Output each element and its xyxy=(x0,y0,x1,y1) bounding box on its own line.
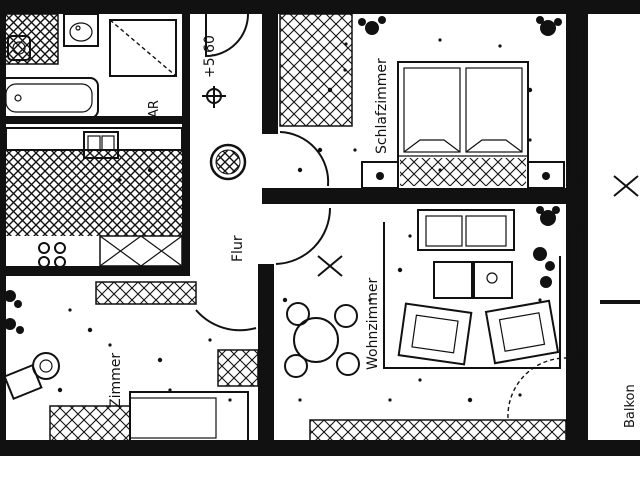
wardrobe-shelf xyxy=(279,13,353,127)
storage-room: AR xyxy=(147,13,249,118)
bathtub-icon xyxy=(0,77,99,119)
toilet-icon xyxy=(7,35,31,61)
floor-speckle xyxy=(118,178,122,182)
hallway: Flur +5,60 xyxy=(195,13,353,332)
bath-wall-east xyxy=(182,14,190,124)
floor-speckle xyxy=(438,38,442,42)
floor-speckle xyxy=(528,138,532,142)
bottom-wall xyxy=(0,440,640,456)
floor-speckle xyxy=(282,297,288,303)
room-side-cabinet xyxy=(217,349,259,387)
balcony-door-swing xyxy=(507,357,567,419)
floor-speckle xyxy=(87,327,93,333)
floor-speckle xyxy=(527,87,533,93)
bedroom-plant-icon xyxy=(358,16,562,36)
stove-burner-icon xyxy=(38,242,50,254)
floor-speckle xyxy=(208,338,212,342)
small-room-label: Zimmer xyxy=(108,353,124,408)
kitchen xyxy=(5,127,183,268)
flur-label: Flur xyxy=(230,235,246,262)
kitchen-cabinet xyxy=(99,235,183,267)
dining-table-set xyxy=(284,302,360,378)
floor-speckle xyxy=(108,343,112,347)
balcony-divider xyxy=(600,300,640,304)
small-room: Zimmer xyxy=(3,281,259,443)
bedroom-wall-south xyxy=(262,188,586,204)
nightstand-right xyxy=(527,161,565,189)
floor-speckle xyxy=(408,234,412,238)
floor-speckle xyxy=(327,87,333,93)
floor-speckle xyxy=(168,388,172,392)
floor-speckle xyxy=(368,298,372,302)
floor-speckle xyxy=(157,357,163,363)
kitchen-floor-tiles xyxy=(6,150,182,236)
kitchen-wall-south xyxy=(0,266,190,276)
floor-speckle xyxy=(498,44,502,48)
living-room: Wohnzimmer xyxy=(284,206,567,443)
desk-lamp-icon xyxy=(32,352,60,380)
double-bed xyxy=(397,61,529,191)
zimmer-door-swing xyxy=(195,309,257,332)
top-wall xyxy=(0,0,640,14)
kitchen-wall-east xyxy=(182,124,190,274)
balcony-label: Balkon xyxy=(623,384,638,428)
balcony-cross-mark xyxy=(613,175,639,197)
living-plant-icon xyxy=(533,206,560,288)
bath-wall-south xyxy=(0,116,188,124)
storage-label: AR xyxy=(147,100,162,118)
floor-speckle xyxy=(228,398,232,402)
nightstand-left xyxy=(361,161,399,189)
windows xyxy=(569,29,585,357)
flur-wall-east-lower xyxy=(258,264,274,442)
balcony: Balkon xyxy=(613,175,639,428)
floor-speckle xyxy=(538,298,542,302)
floor-speckle xyxy=(467,397,473,403)
storage-door-swing xyxy=(205,13,249,58)
floor-speckle xyxy=(353,148,357,152)
armchair-left xyxy=(397,302,473,366)
floor-speckle xyxy=(147,167,153,173)
floor-speckle xyxy=(344,42,348,46)
armchair-right xyxy=(484,299,560,365)
sideboard xyxy=(309,419,567,443)
bathroom xyxy=(0,13,177,119)
center-cross-mark xyxy=(317,255,343,277)
room-cabinet xyxy=(49,405,131,443)
floor-speckle xyxy=(317,147,323,153)
walls xyxy=(0,0,640,456)
bedroom-wall-west-upper xyxy=(262,14,278,134)
left-wall xyxy=(0,0,6,440)
floor-speckle xyxy=(397,267,403,273)
floor-speckle xyxy=(343,68,347,72)
floor-speckle xyxy=(438,168,442,172)
floor-speckle xyxy=(418,378,422,382)
wall-shelf xyxy=(95,281,197,305)
shower-tray xyxy=(109,19,177,77)
sink-icon xyxy=(83,131,119,159)
floor-texture xyxy=(57,38,542,403)
floor-speckle xyxy=(57,387,63,393)
bedroom: Schlafzimmer xyxy=(358,16,565,191)
living-room-label: Wohnzimmer xyxy=(365,278,381,370)
coffee-table-left xyxy=(433,261,473,299)
rug-outline xyxy=(383,222,561,369)
floor-speckle xyxy=(388,398,392,402)
sofa xyxy=(417,209,515,251)
desk-chair xyxy=(3,363,43,401)
floor-speckle xyxy=(68,308,72,312)
flur-door-upper xyxy=(279,131,330,187)
floor-speckle xyxy=(297,167,303,173)
bedroom-label: Schlafzimmer xyxy=(374,58,390,154)
coffee-table-right xyxy=(473,261,513,299)
flur-door-lower xyxy=(275,207,331,265)
small-room-plant-icon xyxy=(4,290,24,334)
washbasin-icon xyxy=(63,13,99,47)
level-annotation: +5,60 xyxy=(202,35,218,78)
floor-speckle xyxy=(518,393,522,397)
floor-speckle xyxy=(298,398,302,402)
